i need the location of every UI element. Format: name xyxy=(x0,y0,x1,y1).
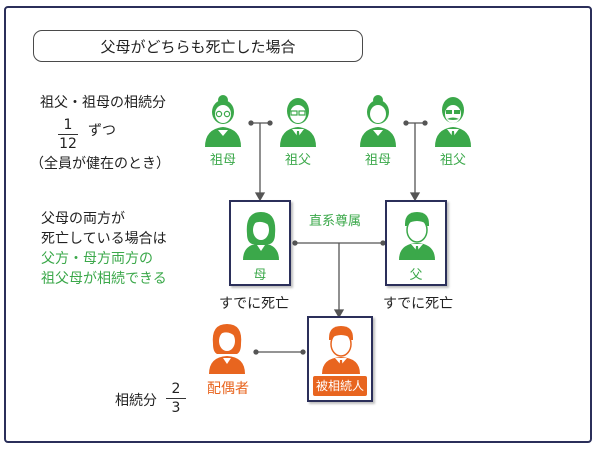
note-line-2: 死亡している場合は xyxy=(41,231,167,247)
grandparent-label-2: 祖父 xyxy=(284,153,311,168)
father-label: 父 xyxy=(409,268,423,283)
decedent-arrow xyxy=(333,309,345,319)
relation-label: 直系尊属 xyxy=(309,214,362,229)
decedent-icon xyxy=(322,326,360,374)
grandparent-label-4: 祖父 xyxy=(439,153,466,168)
decedent-card: 被相続人 xyxy=(307,316,373,402)
mother-status: すでに死亡 xyxy=(219,296,290,312)
mother-arrow xyxy=(254,192,266,202)
diagram-frame xyxy=(4,6,592,443)
father-card: 父 xyxy=(385,200,447,286)
grandmother-icon xyxy=(360,95,396,147)
grandfather-icon xyxy=(280,98,316,147)
share-heading: 祖父・祖母の相続分 xyxy=(40,95,166,111)
share-condition: （全員が健在のとき） xyxy=(30,156,170,172)
spouse-share-denominator: 3 xyxy=(171,400,181,416)
father-icon xyxy=(399,212,435,260)
mother-card: 母 xyxy=(229,200,291,286)
decedent-label: 被相続人 xyxy=(313,376,367,396)
grandparent-label-3: 祖母 xyxy=(364,153,391,168)
grandparent-share-fraction: 1 12 xyxy=(55,117,81,152)
grandmother-icon xyxy=(205,95,241,147)
grandparent-label-1: 祖母 xyxy=(209,153,236,168)
page-title: 父母がどちらも死亡した場合 xyxy=(100,37,296,56)
spouse-share-prefix: 相続分 xyxy=(115,393,157,409)
note-line-3: 父方・母方両方の xyxy=(41,251,153,267)
spouse-label: 配偶者 xyxy=(207,381,249,397)
note-line-1: 父母の両方が xyxy=(41,211,125,227)
spouse-share-fraction: 2 3 xyxy=(163,381,189,416)
spouse-icon xyxy=(209,324,245,374)
mother-icon xyxy=(243,212,279,260)
grandparent-share-denominator: 12 xyxy=(59,136,77,152)
spouse-share-numerator: 2 xyxy=(171,381,181,397)
title-box: 父母がどちらも死亡した場合 xyxy=(33,30,363,62)
father-status: すでに死亡 xyxy=(383,296,454,312)
note-line-4: 祖父母が相続できる xyxy=(41,271,167,287)
grandparent-share-numerator: 1 xyxy=(63,117,73,133)
grandfather-icon xyxy=(435,97,471,147)
father-arrow xyxy=(409,192,421,202)
mother-label: 母 xyxy=(253,268,267,283)
share-suffix: ずつ xyxy=(88,123,116,139)
